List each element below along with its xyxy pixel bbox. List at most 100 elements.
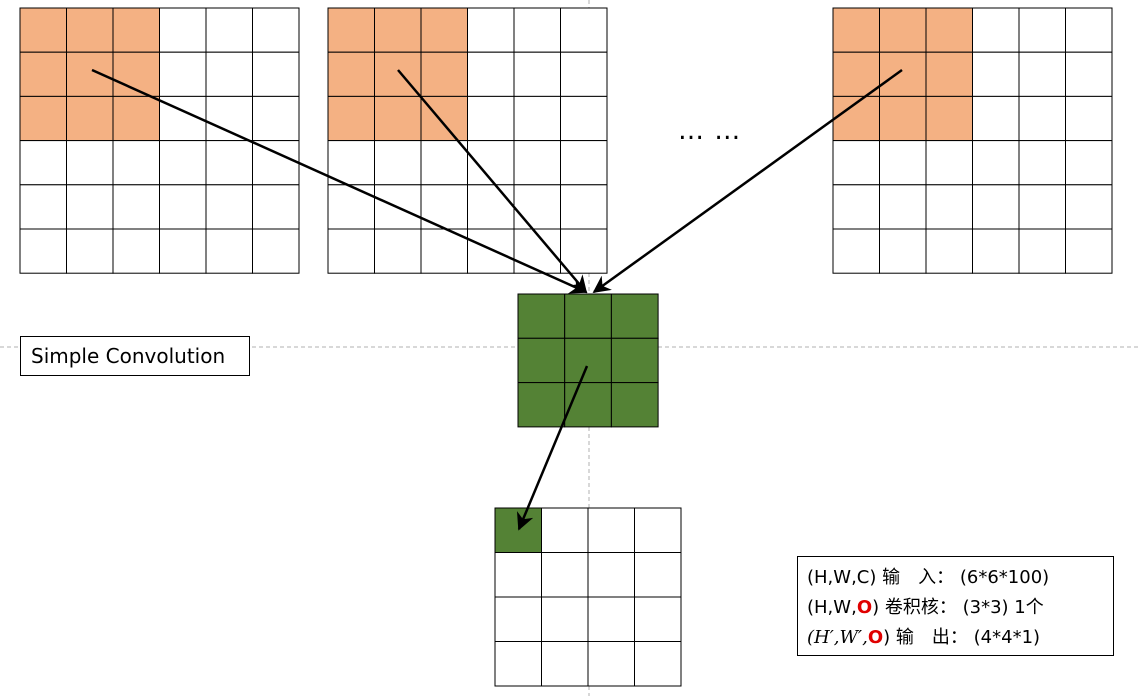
input-channel-grid-2-cell (327, 51, 375, 97)
input-channel-grid-1-cell (66, 184, 114, 230)
input-channel-grid-2-cell (374, 95, 422, 142)
input-channel-grid-2-cell (560, 228, 608, 274)
input-channel-grid-2-cell (327, 228, 375, 274)
input-channel-grid-2-cell (327, 95, 375, 142)
input-channel-grid-3-cell (972, 140, 1020, 186)
input-channel-grid-2-cell (560, 95, 608, 142)
kernel-grid-cell (517, 382, 566, 428)
legend-row-output: (H′,W′,O) 输 出： (4*4*1) (807, 623, 1113, 653)
output-grid-cell (541, 507, 589, 553)
output-grid-cell (541, 552, 589, 598)
legend-input-value: (6*6*100) (959, 567, 1050, 588)
output-grid (494, 507, 682, 687)
input-channel-grid-3-cell (1018, 140, 1066, 186)
input-channel-grid-1-cell (205, 7, 253, 53)
legend-input-shape: (H,W,C) (807, 567, 877, 588)
output-grid-cell (587, 641, 635, 687)
input-channel-grid-3-cell (879, 51, 927, 97)
input-channel-grid-1-cell (159, 7, 207, 53)
input-channel-grid-1-cell (159, 140, 207, 186)
input-channel-grid-2-cell (420, 184, 468, 230)
input-channel-grid-3-cell (925, 51, 973, 97)
input-channel-grid-2-cell (513, 184, 561, 230)
input-channel-grid-2-cell (560, 51, 608, 97)
input-channel-grid-3-cell (879, 184, 927, 230)
input-channel-grid-2-cell (420, 140, 468, 186)
input-channel-grid-3-cell (925, 7, 973, 53)
input-channel-grid-1-cell (66, 95, 114, 142)
output-grid-cell (494, 507, 542, 553)
input-channel-grid-3-cell (879, 228, 927, 274)
input-channel-grid-3-cell (1065, 7, 1113, 53)
arrow-channel-1-to-kernel (91, 68, 588, 294)
kernel-grid-cell (564, 337, 612, 384)
input-channel-grid-1-cell (112, 140, 160, 186)
input-channel-grid-1-cell (205, 51, 253, 97)
legend-input-label: 输 入： (882, 567, 955, 588)
input-channel-grid-2-cell (560, 184, 608, 230)
dimension-legend: (H,W,C) 输 入： (6*6*100) (H,W,O) 卷积核： (3*3… (797, 556, 1114, 656)
kernel-grid (517, 293, 659, 428)
output-grid-cell (494, 641, 542, 687)
input-channel-grid-3-cell (1065, 140, 1113, 186)
arrow-channel-3-to-kernel (592, 68, 903, 294)
input-channel-grid-1-cell (252, 228, 300, 274)
input-channel-grid-2-cell (420, 7, 468, 53)
legend-output-shape-b: ) (883, 627, 891, 648)
input-channel-grid-1 (19, 7, 300, 274)
input-channel-grid-1-cell (205, 140, 253, 186)
input-channel-grid-1-cell (159, 51, 207, 97)
input-channel-grid-3-cell (879, 95, 927, 142)
input-channel-grid-2-cell (420, 51, 468, 97)
input-channel-grid-2-cell (327, 184, 375, 230)
legend-output-label: 输 出： (895, 627, 968, 648)
input-channel-grid-2-cell (513, 140, 561, 186)
input-channel-grid-1-cell (19, 140, 67, 186)
legend-output-value: (4*4*1) (973, 627, 1041, 648)
input-channel-grid-3-cell (1065, 184, 1113, 230)
input-channel-grid-3-cell (1065, 95, 1113, 142)
input-channel-grid-1-cell (66, 140, 114, 186)
input-channel-grid-1-cell (252, 7, 300, 53)
input-channel-grid-2-cell (467, 95, 515, 142)
input-channel-grid-2-cell (374, 228, 422, 274)
legend-row-kernel: (H,W,O) 卷积核： (3*3) 1个 (807, 593, 1113, 623)
input-channel-grid-3-cell (925, 140, 973, 186)
input-channel-grid-2-cell (467, 184, 515, 230)
input-channel-grid-1-cell (19, 184, 67, 230)
input-channel-grid-2-cell (327, 7, 375, 53)
input-channel-grid-3-cell (1018, 228, 1066, 274)
input-channel-grid-1-cell (205, 228, 253, 274)
input-channel-grid-3-cell (832, 140, 880, 186)
diagram-title-text: Simple Convolution (31, 344, 226, 368)
input-channel-grid-1-cell (205, 184, 253, 230)
input-channel-grid-3-cell (1018, 7, 1066, 53)
input-channel-grid-3-cell (832, 7, 880, 53)
input-channel-grid-3-cell (1065, 228, 1113, 274)
input-channel-grid-3-cell (925, 95, 973, 142)
input-channel-grid-1-cell (205, 95, 253, 142)
output-grid-cell (587, 596, 635, 642)
arrow-kernel-to-output (516, 365, 589, 531)
input-channel-grid-2-cell (560, 7, 608, 53)
arrow-channel-2-to-kernel (397, 69, 588, 294)
output-grid-cell (541, 596, 589, 642)
input-channel-grid-2-cell (467, 228, 515, 274)
kernel-grid-cell (517, 293, 566, 339)
input-channel-grid-2-cell (374, 140, 422, 186)
input-channel-grid-1-cell (66, 51, 114, 97)
input-channel-grid-1-cell (112, 95, 160, 142)
legend-kernel-accent: O (856, 597, 873, 618)
input-channel-grid-2-cell (513, 51, 561, 97)
kernel-grid-cell (564, 382, 612, 428)
channels-ellipsis: … … (678, 116, 742, 146)
input-channel-grid-2-cell (467, 7, 515, 53)
input-channel-grid-3-cell (1018, 184, 1066, 230)
input-channel-grid-2-cell (420, 95, 468, 142)
input-channel-grid-3-cell (832, 184, 880, 230)
output-grid-cell (634, 596, 682, 642)
input-channel-grid-2-cell (513, 7, 561, 53)
output-grid-cell (634, 641, 682, 687)
kernel-grid-cell (564, 293, 612, 339)
